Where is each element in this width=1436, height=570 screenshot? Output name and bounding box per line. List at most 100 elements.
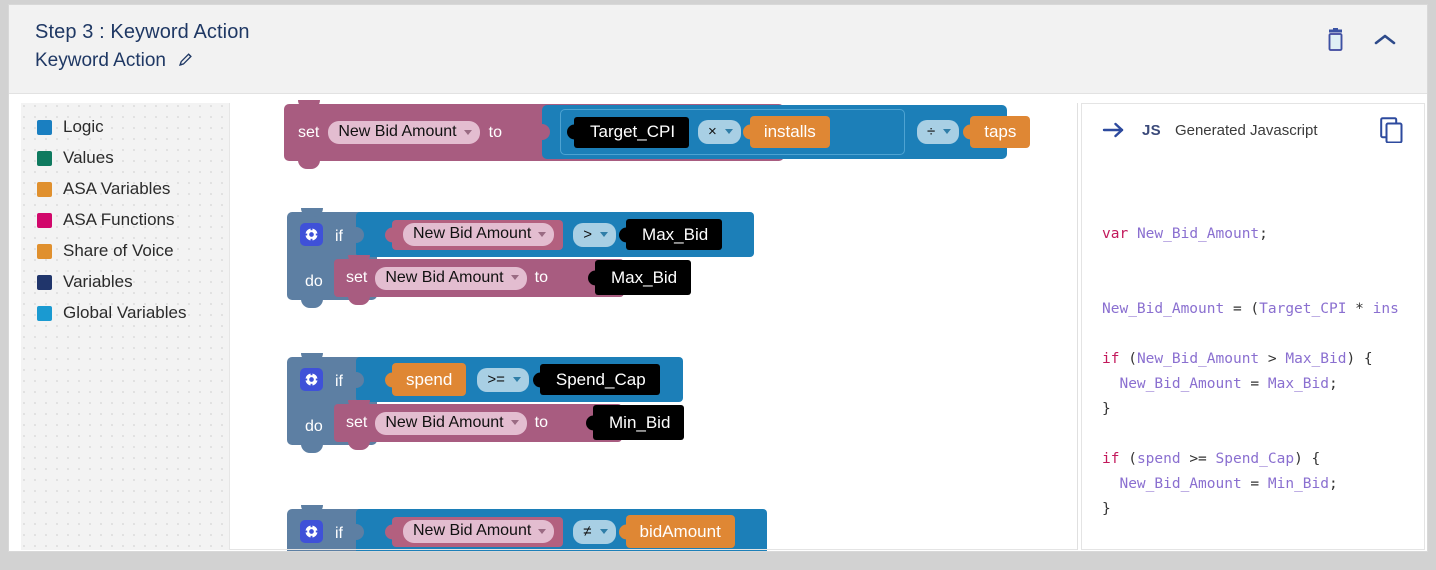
variable-dropdown[interactable]: New Bid Amount	[328, 121, 480, 144]
operator-dropdown-compare[interactable]: ≠	[573, 519, 616, 544]
chevron-down-icon	[510, 420, 519, 425]
header-actions	[1321, 25, 1399, 55]
variable-dropdown[interactable]: New Bid Amount	[375, 411, 527, 435]
delete-step-button[interactable]	[1321, 25, 1349, 55]
code-line: }	[1102, 401, 1111, 417]
if-label: if	[335, 525, 343, 542]
category-swatch	[37, 181, 52, 197]
block-math-multiply[interactable]	[560, 109, 905, 155]
operator-symbol: >	[583, 225, 593, 243]
variable-new-bid-amount[interactable]: New Bid Amount	[392, 516, 564, 547]
set-label: set	[346, 414, 368, 431]
toolbox-item-label: Logic	[63, 117, 104, 136]
variable-dropdown[interactable]: New Bid Amount	[375, 266, 527, 290]
code-line: if (spend >= Spend_Cap) {	[1102, 451, 1321, 467]
toolbox-item-variables[interactable]: Variables	[37, 271, 133, 293]
chevron-down-icon	[510, 275, 519, 280]
block-set-max-bid[interactable]: set New Bid Amount to	[334, 255, 624, 305]
block-condition-3[interactable]: New Bid Amount ≠ bidAmount	[355, 509, 767, 551]
variable-label: Spend_Cap	[555, 369, 646, 389]
toolbox-item-label: Share of Voice	[63, 241, 174, 260]
toolbox-item-asa-variables[interactable]: ASA Variables	[37, 178, 170, 200]
variable-dropdown[interactable]: New Bid Amount	[403, 223, 555, 246]
copy-button[interactable]	[1380, 117, 1404, 148]
page-subtitle-text: Keyword Action	[35, 50, 166, 71]
workspace-bottom-rule	[230, 549, 1077, 550]
input-socket	[355, 524, 364, 540]
variable-label: taps	[984, 122, 1017, 141]
code-line	[1102, 422, 1424, 447]
operator-symbol: ≠	[583, 522, 592, 540]
input-socket	[355, 227, 364, 243]
do-label: do	[305, 273, 323, 290]
variable-installs[interactable]: installs	[749, 116, 830, 148]
chevron-up-icon	[1374, 34, 1396, 45]
variable-taps[interactable]: taps	[970, 116, 1031, 148]
code-line: New_Bid_Amount = Min_Bid;	[1119, 476, 1338, 492]
variable-label: Max_Bid	[642, 224, 709, 244]
do-label: do	[305, 418, 323, 435]
block-set-min-bid[interactable]: set New Bid Amount to	[334, 400, 622, 450]
arrow-right-icon[interactable]	[1102, 121, 1126, 139]
blockly-workspace[interactable]: set New Bid Amount to Target_CPI	[230, 94, 1077, 551]
value-min-bid[interactable]: Min_Bid	[593, 405, 685, 440]
set-label: set	[346, 269, 368, 286]
variable-max-bid[interactable]: Max_Bid	[626, 219, 723, 250]
toolbox-item-logic[interactable]: Logic	[37, 116, 104, 138]
gear-icon[interactable]	[300, 520, 323, 543]
code-line: New_Bid_Amount = (Target_CPI * ins	[1102, 301, 1399, 317]
code-line: New_Bid_Amount = Max_Bid;	[1119, 376, 1338, 392]
code-line	[1102, 322, 1424, 347]
chevron-down-icon	[538, 528, 547, 534]
generated-javascript-panel: JS Generated Javascript var New_Bid_Amou…	[1081, 103, 1425, 550]
gear-icon[interactable]	[300, 223, 323, 246]
chevron-down-icon	[463, 129, 472, 135]
js-panel-header: JS Generated Javascript	[1082, 104, 1424, 156]
pencil-icon[interactable]	[177, 51, 194, 74]
variable-name: New Bid Amount	[413, 225, 532, 242]
block-condition-2[interactable]: spend >= Spend_Cap	[355, 357, 683, 402]
copy-icon	[1380, 117, 1403, 144]
if-label: if	[335, 373, 343, 390]
operator-dropdown-compare[interactable]: >	[573, 222, 617, 247]
chevron-down-icon	[599, 528, 608, 534]
chevron-down-icon	[943, 129, 952, 134]
operator-dropdown-compare[interactable]: >=	[477, 367, 529, 392]
toolbox-item-label: Global Variables	[63, 303, 187, 322]
toolbox-item-share-of-voice[interactable]: Share of Voice	[37, 240, 174, 262]
variable-spend[interactable]: spend	[392, 363, 467, 396]
variable-target-cpi[interactable]: Target_CPI	[574, 116, 690, 148]
to-label: to	[534, 414, 548, 431]
variable-name: New Bid Amount	[413, 522, 532, 539]
toolbox-item-values[interactable]: Values	[37, 147, 114, 169]
block-condition-1[interactable]: New Bid Amount > Max_Bid	[355, 212, 754, 257]
toolbox-item-global-variables[interactable]: Global Variables	[37, 302, 186, 324]
value-max-bid[interactable]: Max_Bid	[595, 260, 692, 295]
variable-bidamount[interactable]: bidAmount	[625, 515, 735, 548]
toolbox-item-label: Values	[63, 148, 114, 167]
category-swatch	[37, 243, 52, 259]
step-card: Step 3 : Keyword Action Keyword Action	[8, 4, 1428, 552]
variable-spend-cap[interactable]: Spend_Cap	[539, 364, 660, 395]
operator-dropdown-multiply[interactable]: ×	[698, 120, 741, 144]
card-header: Step 3 : Keyword Action Keyword Action	[9, 5, 1427, 94]
gear-icon[interactable]	[300, 368, 323, 391]
variable-name: New Bid Amount	[385, 268, 504, 286]
toolbox-item-asa-functions[interactable]: ASA Functions	[37, 209, 175, 231]
variable-label: installs	[763, 122, 816, 141]
code-line: if (New_Bid_Amount > Max_Bid) {	[1102, 351, 1373, 367]
toolbox-item-label: ASA Functions	[63, 210, 175, 229]
variable-label: bidAmount	[639, 521, 721, 541]
variable-dropdown[interactable]: New Bid Amount	[403, 520, 555, 543]
variable-new-bid-amount[interactable]: New Bid Amount	[392, 219, 564, 250]
category-swatch	[37, 212, 52, 228]
operator-dropdown-divide[interactable]: ÷	[917, 120, 960, 144]
card-body: Logic Values ASA Variables ASA Functions…	[9, 94, 1427, 551]
collapse-button[interactable]	[1371, 25, 1399, 55]
js-badge: JS	[1142, 121, 1161, 139]
block-math-expression[interactable]: Target_CPI × installs ÷	[541, 105, 1031, 159]
toolbox-item-label: Variables	[63, 272, 133, 291]
generated-code: var New_Bid_Amount;New_Bid_Amount = (Tar…	[1102, 222, 1424, 522]
chevron-down-icon	[538, 231, 547, 237]
